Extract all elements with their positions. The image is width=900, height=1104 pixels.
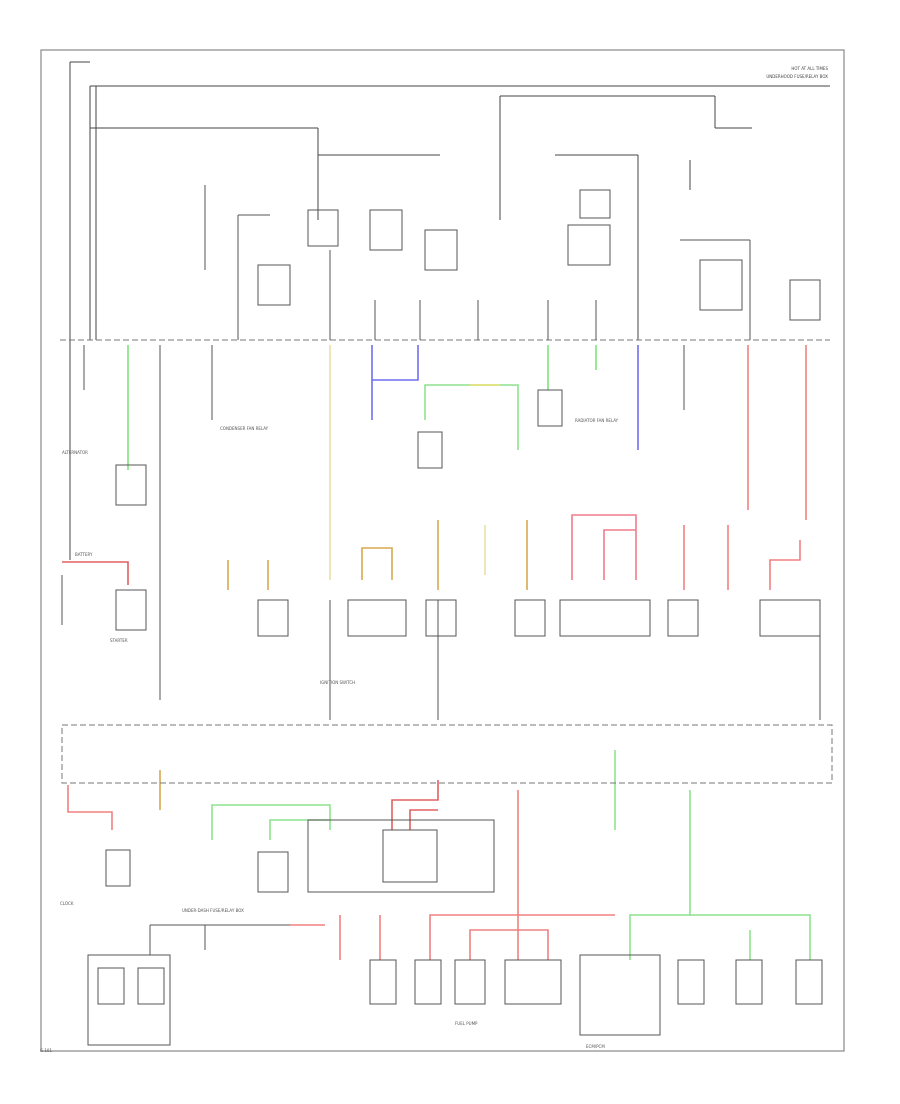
lower-components [87,819,823,1046]
header-sub-label: UNDERHOOD FUSE/RELAY BOX [766,74,828,79]
ignition-switch-label: IGNITION SWITCH [320,680,355,685]
under-dash-fuse-box [61,724,833,784]
top-components [204,185,821,340]
ground-label: G 101 [40,1048,52,1053]
alternator-label: ALTERNATOR [62,450,88,455]
fuse-box-label: UNDER-DASH FUSE/RELAY BOX [182,908,244,913]
condenser-fan-relay-label: CONDENSER FAN RELAY [220,426,269,431]
radiator-fan-relay-label: RADIATOR FAN RELAY [575,418,619,423]
battery-label: BATTERY [75,552,93,557]
starter-label: STARTER [110,638,128,643]
header-label: HOT AT ALL TIMES [791,66,828,71]
clock-label: CLOCK [60,901,74,906]
ecm-pcm-label: ECM/PCM [586,1044,605,1049]
fuel-pump-label: FUEL PUMP [455,1021,478,1026]
black-wires [61,345,821,720]
top-bus [69,61,830,560]
mid-components [115,389,821,637]
colored-wires [62,345,811,960]
diagram-frame [40,49,845,1052]
